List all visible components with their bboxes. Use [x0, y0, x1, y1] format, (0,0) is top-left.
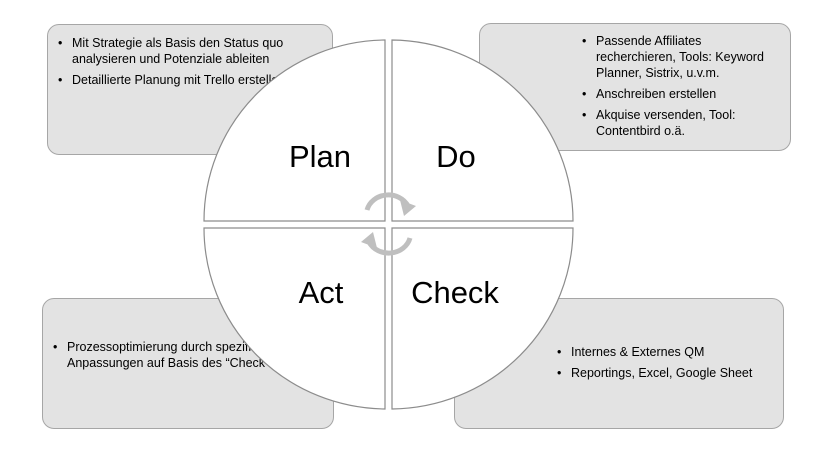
- plan-bullet-item: Detaillierte Planung mit Trello erstelle…: [56, 72, 320, 88]
- check-bullet-list: Internes & Externes QM Reportings, Excel…: [555, 344, 773, 381]
- plan-quadrant: [203, 39, 386, 222]
- do-bullet-list: Passende Affiliates recherchieren, Tools…: [580, 33, 780, 139]
- plan-bullet-item: Mit Strategie als Basis den Status quo a…: [56, 35, 320, 67]
- check-quadrant: [391, 227, 574, 410]
- do-bullet-item: Passende Affiliates recherchieren, Tools…: [580, 33, 780, 81]
- check-label: Check: [411, 275, 499, 310]
- act-quadrant: [203, 227, 386, 410]
- plan-bullet-list: Mit Strategie als Basis den Status quo a…: [56, 35, 320, 88]
- do-info-box: Passende Affiliates recherchieren, Tools…: [479, 23, 791, 151]
- check-bullet-item: Reportings, Excel, Google Sheet: [555, 365, 773, 381]
- do-bullet-item: Akquise versenden, Tool: Contentbird o.ä…: [580, 107, 780, 139]
- do-label: Do: [436, 139, 476, 174]
- plan-label: Plan: [289, 139, 351, 174]
- do-quadrant: [391, 39, 574, 222]
- check-bullet-item: Internes & Externes QM: [555, 344, 773, 360]
- act-label: Act: [299, 275, 344, 310]
- act-bullet-item: Prozessoptimierung durch spezifische Anp…: [51, 339, 321, 371]
- act-bullet-list: Prozessoptimierung durch spezifische Anp…: [51, 339, 321, 371]
- do-bullet-item: Anschreiben erstellen: [580, 86, 780, 102]
- cycle-arrows-icon: [361, 192, 416, 256]
